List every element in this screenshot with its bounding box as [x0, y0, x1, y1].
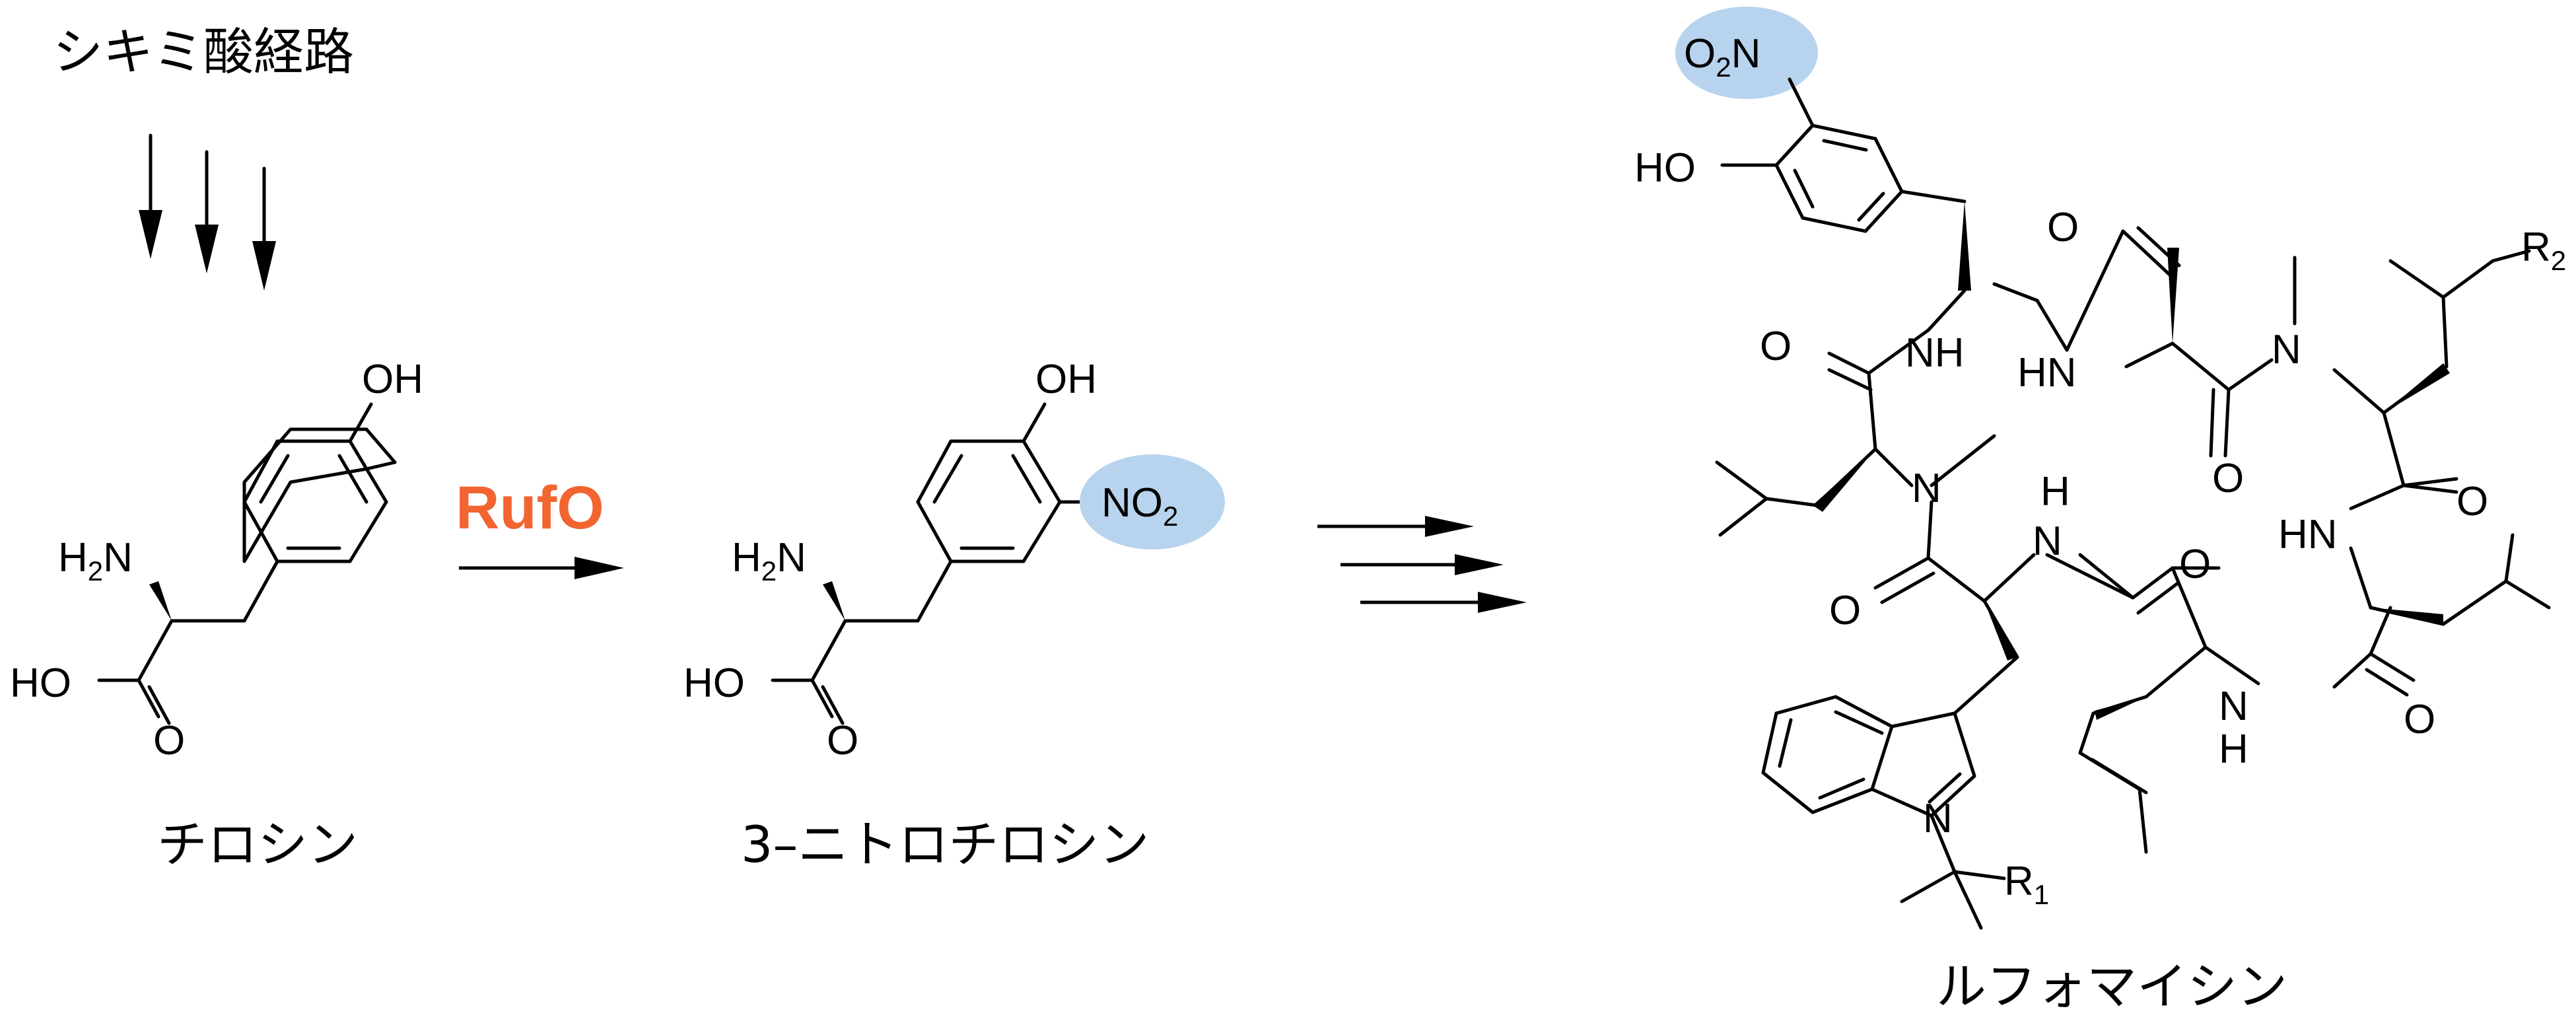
svg-text:H2N: H2N: [732, 535, 806, 586]
svg-text:HO: HO: [683, 660, 745, 706]
svg-text:HN: HN: [2278, 512, 2338, 557]
rufomycin-label: ルフォマイシン: [1936, 957, 2287, 1016]
svg-text:O: O: [153, 718, 185, 763]
nitro-highlight: [1080, 454, 1225, 549]
svg-text:O: O: [2212, 456, 2244, 501]
svg-text:HN: HN: [2017, 350, 2077, 396]
svg-text:OH: OH: [362, 357, 423, 402]
enzyme-rufo-label: RufO: [456, 474, 604, 542]
svg-text:R1: R1: [2004, 859, 2049, 910]
rufomycin-structure: O2N HO: [1634, 7, 2566, 930]
svg-text:O: O: [2047, 205, 2079, 250]
svg-text:N: N: [2272, 327, 2301, 372]
pathway-arrows: [139, 133, 276, 291]
svg-text:N: N: [1923, 796, 1953, 841]
svg-text:H: H: [2219, 726, 2248, 772]
tyrosine-structure: OH H2N HO O: [10, 357, 423, 763]
o2n-highlight: [1675, 7, 1818, 99]
svg-text:O: O: [2456, 479, 2488, 524]
nitrotyrosine-structure: OH NO2 H2N HO O: [683, 357, 1225, 763]
svg-text:O: O: [2179, 542, 2211, 587]
svg-text:N: N: [2033, 518, 2062, 564]
svg-text:HO: HO: [1634, 145, 1696, 191]
pathway-label: シキミ酸経路: [53, 22, 354, 81]
svg-text:N: N: [2219, 684, 2248, 729]
svg-text:HO: HO: [10, 660, 71, 706]
svg-text:O: O: [2404, 697, 2435, 742]
svg-text:R2: R2: [2521, 225, 2566, 276]
svg-text:O2N: O2N: [1684, 31, 1760, 83]
nitrotyrosine-label: 3–ニトロチロシン: [741, 815, 1149, 874]
svg-text:NO2: NO2: [1101, 480, 1178, 532]
svg-text:H: H: [2040, 469, 2070, 514]
svg-text:NH: NH: [1905, 330, 1965, 376]
rufo-arrow: [459, 557, 624, 579]
svg-text:O: O: [1829, 588, 1861, 633]
multistep-arrows: [1317, 516, 1527, 613]
svg-text:O: O: [827, 718, 858, 763]
svg-text:H2N: H2N: [58, 535, 133, 586]
svg-text:O: O: [1760, 324, 1792, 369]
svg-text:N: N: [1912, 466, 1941, 511]
svg-text:OH: OH: [1035, 357, 1097, 402]
tyrosine-label: チロシン: [157, 815, 358, 874]
